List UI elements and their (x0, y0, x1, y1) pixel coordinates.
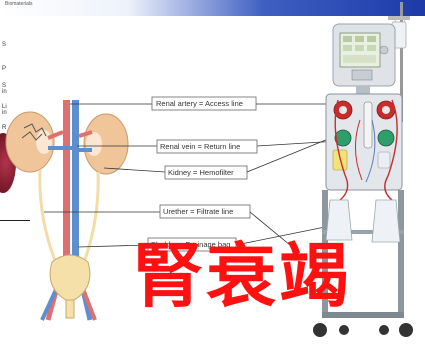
partial-line (0, 220, 30, 221)
left-note-1: S (2, 42, 7, 48)
left-note-5: Li (2, 104, 7, 110)
header-band: Biomaterials (0, 0, 425, 16)
label-bladder: Bladder = Drainage bag (147, 237, 237, 252)
bladder (49, 254, 91, 319)
left-note-7: R (2, 125, 7, 131)
left-note-4: in (2, 89, 7, 95)
label-urether-text: Urether = Filtrate line (163, 207, 233, 216)
label-bladder-text: Bladder = Drainage bag (151, 240, 230, 249)
label-urether: Urether = Filtrate line (159, 204, 251, 219)
label-renal-vein: Renal vein = Return line (156, 139, 258, 154)
anatomy-leaders (44, 103, 166, 248)
label-renal-artery: Renal artery = Access line (151, 96, 257, 111)
left-kidney (5, 111, 72, 173)
right-kidney (78, 113, 129, 175)
left-note-6: in (2, 110, 7, 116)
label-renal-artery-text: Renal artery = Access line (156, 99, 243, 108)
label-kidney-text: Kidney = Hemofilter (168, 168, 234, 177)
label-renal-vein-text: Renal vein = Return line (160, 142, 240, 151)
ureters (38, 169, 100, 269)
label-kidney: Kidney = Hemofilter (164, 165, 248, 180)
left-note-3: S (2, 83, 7, 89)
dialysis-machine (313, 2, 413, 337)
left-note-2: P (2, 66, 7, 72)
overlay-title: 腎衰竭 (133, 235, 352, 317)
header-band-text: Biomaterials (5, 1, 33, 7)
